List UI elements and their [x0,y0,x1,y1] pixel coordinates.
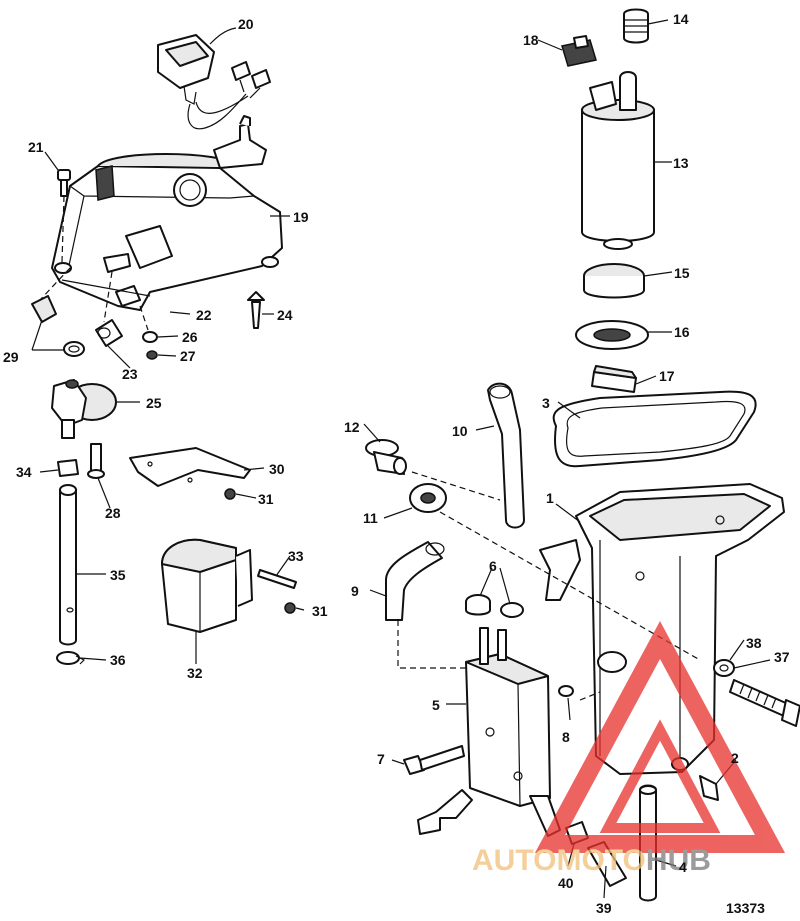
callout-labels: 1 2 3 4 5 6 7 8 9 10 11 12 13 14 15 16 1… [3,11,790,916]
callout-10: 10 [452,423,468,439]
callout-14: 14 [673,11,689,27]
part-21-screw [57,169,71,263]
part-14-cap [623,8,649,44]
callout-12: 12 [344,419,360,435]
part-34-nut [57,459,79,477]
part-32-module [161,538,253,633]
callout-1: 1 [546,490,554,506]
part-33-pin [257,569,297,589]
watermark-logo: AUTOMOTOHUB [472,621,786,877]
callout-11: 11 [363,510,378,526]
part-37-bolt [729,679,800,727]
part-27-nut [146,350,158,360]
part-2-valve [699,775,719,801]
part-31-screw-upper [224,488,236,500]
figure-number: 13373 [726,900,765,916]
part-6-caps [465,594,524,618]
part-15-filter [583,263,645,299]
part-17-grommet [591,365,637,393]
callout-2: 2 [731,750,739,766]
callout-17: 17 [659,368,675,384]
callout-15: 15 [674,265,690,281]
callout-21: 21 [28,139,44,155]
part-35-hose [59,484,77,646]
callout-33: 33 [288,548,304,564]
callout-32: 32 [187,665,203,681]
callout-25: 25 [146,395,162,411]
part-13-fuel-pump [581,71,655,250]
callout-13: 13 [673,155,689,171]
part-18-connector [561,35,597,67]
callout-7: 7 [377,751,385,767]
part-30-bracket [129,447,251,487]
part-12-fitting [365,439,407,475]
callout-6: 6 [489,558,497,574]
callout-30: 30 [269,461,285,477]
callout-38: 38 [746,635,762,651]
part-38-washer [713,659,735,677]
part-9-hose [385,541,445,621]
callout-16: 16 [674,324,690,340]
part-28-bolt [87,443,105,479]
part-19-cover [51,115,283,311]
callout-4: 4 [679,859,687,875]
part-5-fuel-filter [417,627,561,837]
callout-22: 22 [196,307,212,323]
callout-8: 8 [562,729,570,745]
part-7-bolt [403,745,465,775]
watermark-triangle [534,621,786,853]
callout-34: 34 [16,464,32,480]
callout-26: 26 [182,329,198,345]
callout-5: 5 [432,697,440,713]
part-25-valve [51,379,117,439]
callout-24: 24 [277,307,293,323]
callout-19: 19 [293,209,309,225]
callout-20: 20 [238,16,254,32]
part-20-wiring-harness [157,34,271,130]
callout-29: 29 [3,349,19,365]
callout-31a: 31 [258,491,274,507]
callout-27: 27 [180,348,196,364]
callout-36: 36 [110,652,126,668]
part-31-screw-lower [284,602,296,614]
watermark-text-auto: AUTOMOTO [472,844,646,877]
part-10-hose [487,382,525,529]
callout-9: 9 [351,583,359,599]
callout-18: 18 [523,32,539,48]
part-23-hose [95,319,123,347]
callout-39: 39 [596,900,612,916]
part-16-seal [575,320,649,350]
part-8-washer [558,685,574,697]
callout-31b: 31 [312,603,328,619]
part-29-clamps [31,295,85,357]
part-3-gasket [552,390,757,468]
part-24-push-pin [247,291,265,329]
part-11-grommet [409,483,447,513]
callout-28: 28 [105,505,121,521]
part-26-o-ring [142,331,158,343]
callout-40: 40 [558,875,574,891]
callout-35: 35 [110,567,126,583]
svg-text:AUTOMOTOHUB: AUTOMOTOHUB [472,844,711,877]
part-36-clamp [56,651,86,665]
callout-23: 23 [122,366,138,382]
watermark-text-hub: HUB [646,844,711,877]
callout-37: 37 [774,649,790,665]
callout-3: 3 [542,395,550,411]
